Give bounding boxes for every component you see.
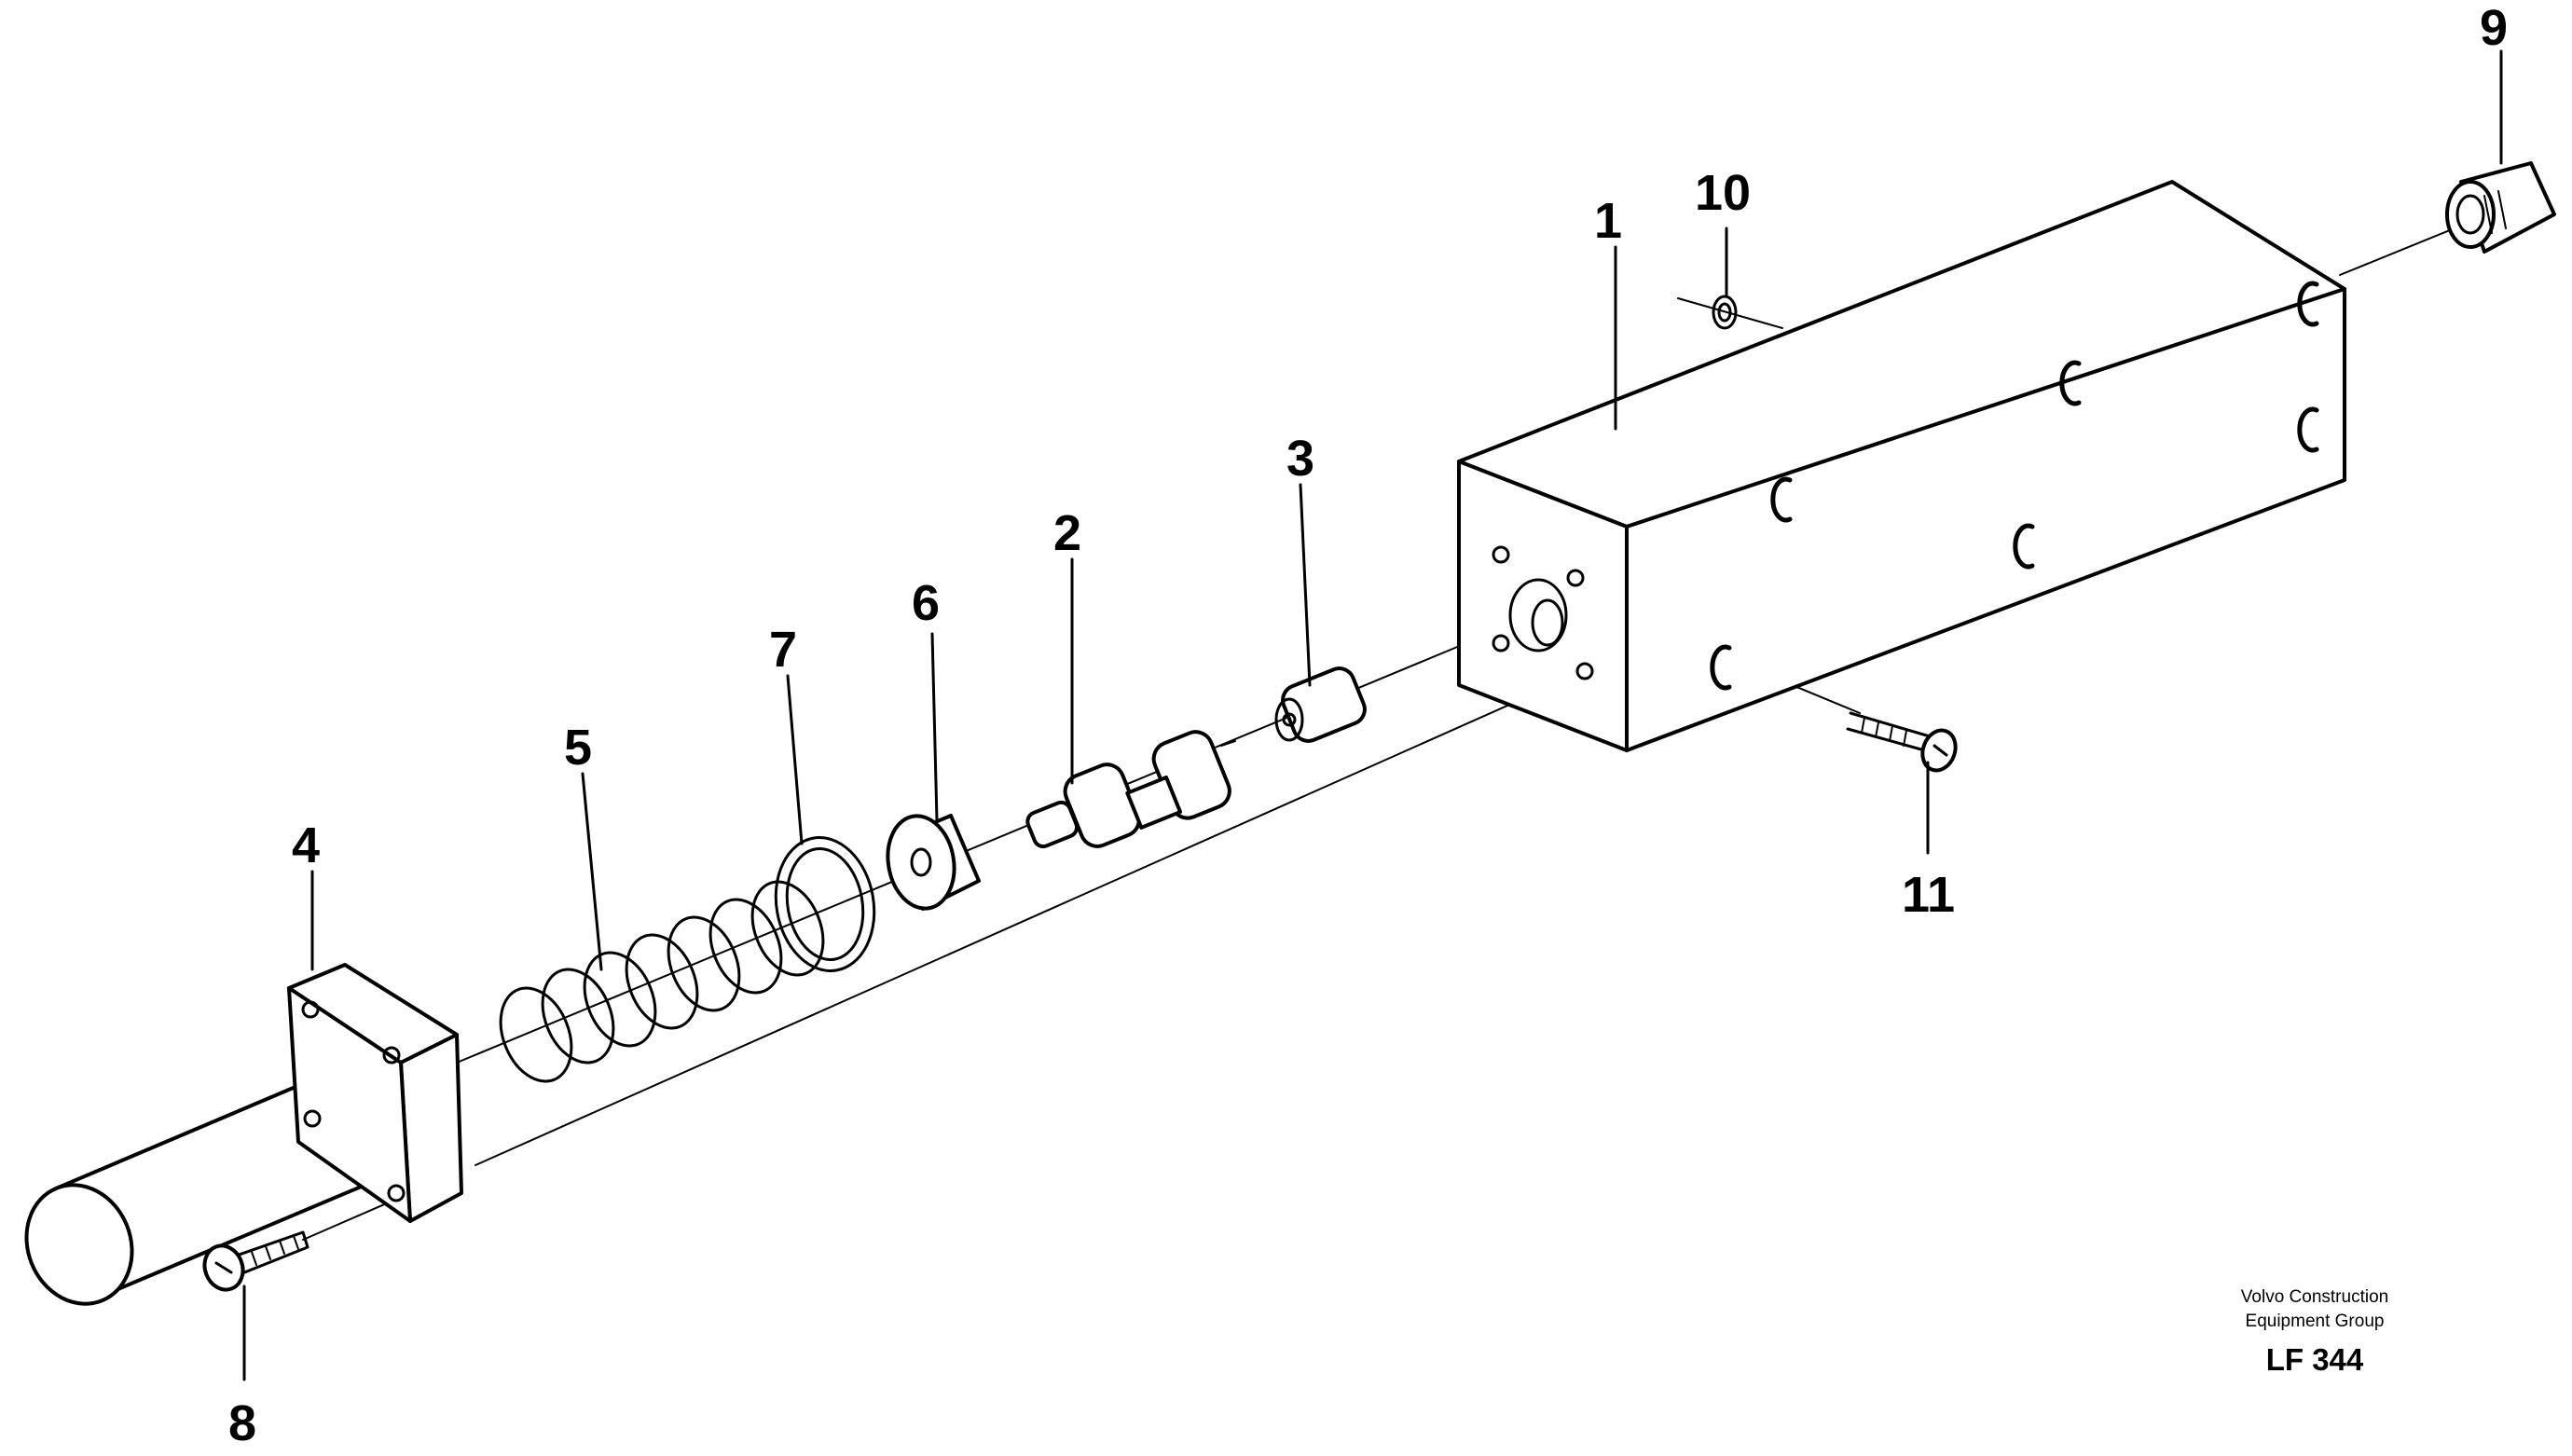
label-part-10: 10	[1695, 165, 1751, 221]
housing-screw	[1846, 711, 1958, 773]
cover-screw	[202, 1230, 309, 1292]
leader-lines	[242, 49, 2503, 1381]
cylinder-cover	[24, 963, 463, 1306]
label-part-6: 6	[912, 575, 940, 631]
spool	[1025, 730, 1236, 849]
credit-line-2: Equipment Group	[2246, 1312, 2385, 1331]
label-part-7: 7	[769, 622, 797, 678]
label-part-9: 9	[2480, 0, 2508, 56]
valve-housing	[1457, 180, 2346, 752]
credit-line-1: Volvo Construction	[2241, 1287, 2388, 1307]
plug	[2445, 161, 2556, 254]
label-part-3: 3	[1286, 431, 1314, 487]
seal-ring	[1712, 295, 1738, 330]
spring	[499, 880, 825, 1083]
label-part-1: 1	[1594, 193, 1622, 249]
o-ring	[774, 836, 876, 972]
publisher-credit: Volvo Construction Equipment Group LF 34…	[2241, 1287, 2388, 1377]
label-part-2: 2	[1053, 505, 1081, 561]
figure-code: LF 344	[2266, 1342, 2364, 1377]
label-part-4: 4	[292, 817, 320, 873]
washer	[886, 814, 981, 911]
label-part-11: 11	[1902, 867, 1955, 923]
plunger	[1274, 666, 1367, 743]
label-part-5: 5	[564, 720, 592, 776]
label-part-8: 8	[228, 1395, 256, 1451]
part-labels: 1 2 3 4 5 6 7 8 9 10 11	[228, 0, 2508, 1451]
